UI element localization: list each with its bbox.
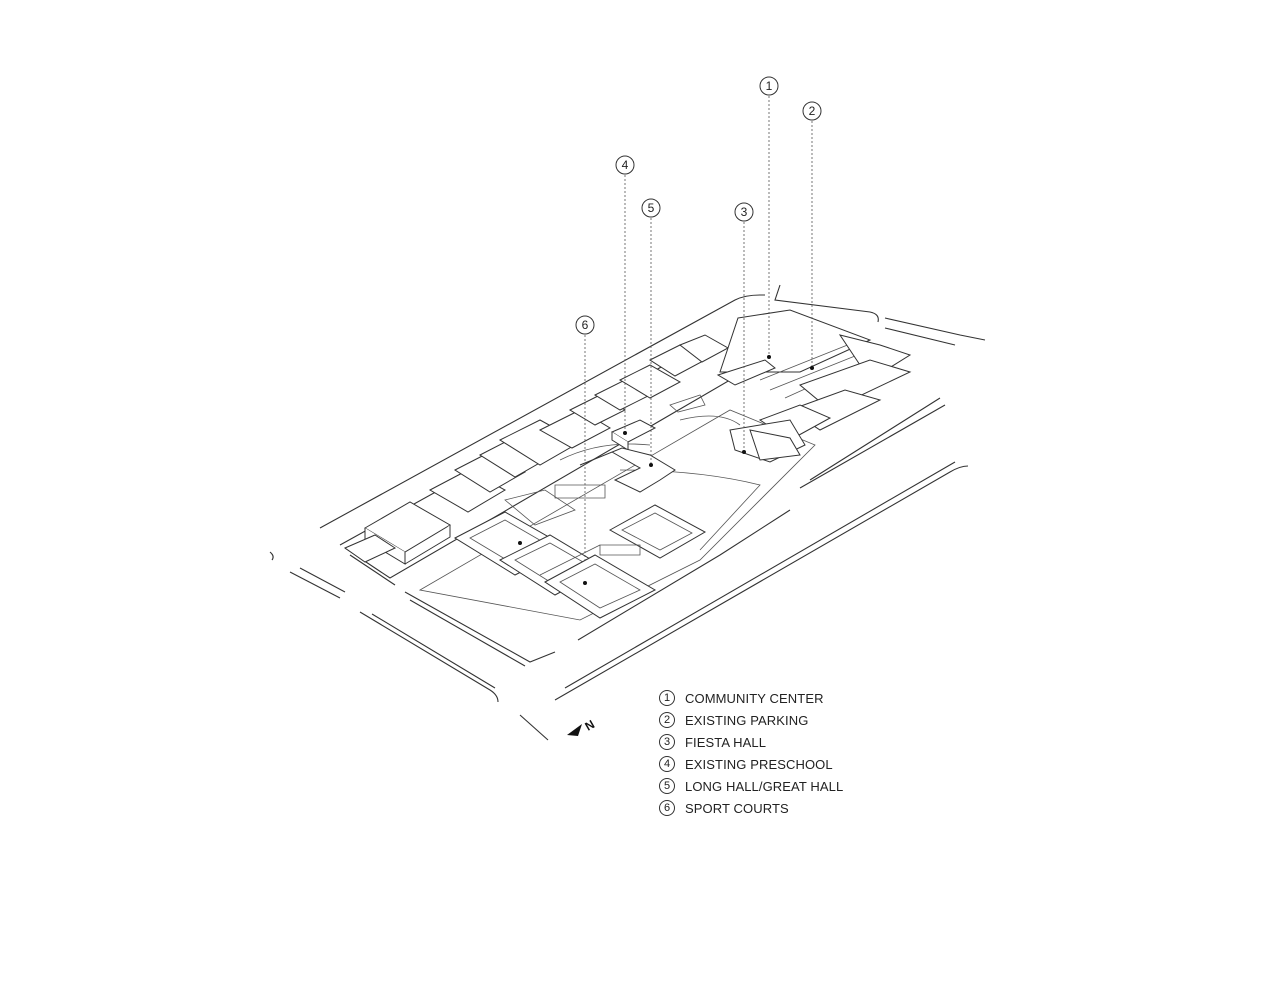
- legend: 1 COMMUNITY CENTER 2 EXISTING PARKING 3 …: [659, 687, 843, 819]
- sport-courts: [453, 489, 707, 619]
- leader-lines: [584, 96, 813, 560]
- legend-label: EXISTING PRESCHOOL: [685, 756, 833, 772]
- legend-label: FIESTA HALL: [685, 734, 767, 750]
- legend-num: 1: [659, 690, 675, 706]
- marker-existing-preschool: [623, 431, 627, 435]
- marker-existing-parking: [810, 366, 814, 370]
- left-buildings: [343, 334, 730, 565]
- legend-num: 5: [659, 778, 675, 794]
- marker-sport-court-1: [518, 541, 522, 545]
- legend-label: LONG HALL/GREAT HALL: [685, 778, 844, 794]
- callout-6-num: 6: [582, 318, 589, 332]
- legend-item: 1 COMMUNITY CENTER: [659, 687, 843, 709]
- legend-item: 6 SPORT COURTS: [659, 797, 843, 819]
- north-arrow-icon: [567, 724, 582, 736]
- marker-sport-court-2: [583, 581, 587, 585]
- callout-2-num: 2: [809, 104, 816, 118]
- legend-num: 3: [659, 734, 675, 750]
- building-markers: [518, 355, 814, 585]
- callout-3: 3: [734, 202, 754, 222]
- legend-item: 5 LONG HALL/GREAT HALL: [659, 775, 843, 797]
- legend-label: SPORT COURTS: [685, 800, 789, 816]
- legend-item: 2 EXISTING PARKING: [659, 709, 843, 731]
- callout-3-num: 3: [741, 205, 748, 219]
- callouts: 1 2 3 4 5 6: [575, 76, 822, 335]
- marker-fiesta-hall: [742, 450, 746, 454]
- callout-1-num: 1: [766, 79, 773, 93]
- callout-4: 4: [615, 155, 635, 175]
- callout-5: 5: [641, 198, 661, 218]
- legend-item: 3 FIESTA HALL: [659, 731, 843, 753]
- callout-4-num: 4: [622, 158, 629, 172]
- callout-5-num: 5: [648, 201, 655, 215]
- legend-item: 4 EXISTING PRESCHOOL: [659, 753, 843, 775]
- legend-label: EXISTING PARKING: [685, 712, 809, 728]
- callout-2: 2: [802, 101, 822, 121]
- marker-long-hall: [649, 463, 653, 467]
- callout-6: 6: [575, 315, 595, 335]
- legend-num: 2: [659, 712, 675, 728]
- callout-1: 1: [759, 76, 779, 96]
- marker-community-center: [767, 355, 771, 359]
- legend-num: 6: [659, 800, 675, 816]
- parking-and-right-buildings: [716, 309, 912, 463]
- north-label: N: [583, 717, 598, 733]
- legend-num: 4: [659, 756, 675, 772]
- legend-label: COMMUNITY CENTER: [685, 690, 824, 706]
- north-arrow: N: [567, 717, 597, 736]
